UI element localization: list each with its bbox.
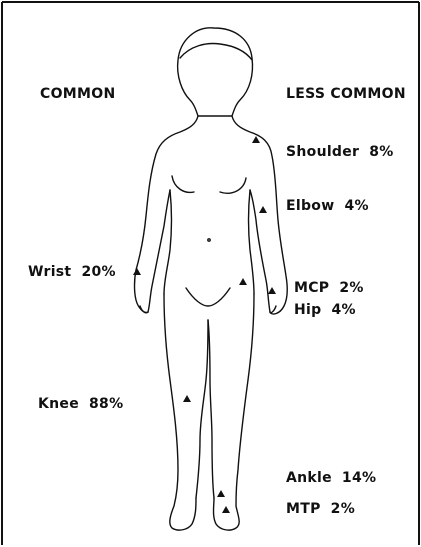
left-breast (172, 176, 194, 192)
ankle-label: Ankle 14% (286, 470, 376, 486)
mtp-marker-icon (222, 506, 230, 513)
elbow-label: Elbow 4% (286, 198, 369, 214)
right-hand (270, 306, 276, 313)
mtp-label: MTP 2% (286, 501, 355, 517)
ankle-name: Ankle (286, 470, 332, 486)
ankle-pct: 14% (342, 470, 376, 486)
hip-name: Hip (294, 302, 321, 318)
hair (180, 44, 252, 60)
left-leg-outer (164, 294, 196, 530)
right-leg-inner (208, 320, 214, 498)
wrist-marker-icon (133, 268, 141, 275)
shoulder-name: Shoulder (286, 144, 359, 160)
knee-marker-icon (183, 395, 191, 402)
knee-name: Knee (38, 396, 79, 412)
wrist-name: Wrist (28, 264, 71, 280)
wrist-label: Wrist 20% (28, 264, 116, 280)
navel (208, 239, 210, 241)
mtp-name: MTP (286, 501, 321, 517)
mcp-name: MCP (294, 280, 329, 296)
common-heading: COMMON (40, 86, 115, 102)
less-common-heading: LESS COMMON (286, 86, 406, 102)
elbow-pct: 4% (344, 198, 368, 214)
head (178, 28, 253, 116)
human-figure (135, 28, 288, 530)
mcp-pct: 2% (339, 280, 363, 296)
mtp-pct: 2% (331, 501, 355, 517)
left-arm-inner (148, 190, 170, 312)
hip-marker-icon (239, 278, 247, 285)
mcp-label: MCP 2% (294, 280, 364, 296)
hip-pct: 4% (331, 302, 355, 318)
hip-label: Hip 4% (294, 302, 356, 318)
involvement-markers (133, 136, 276, 513)
left-leg-inner (196, 320, 208, 498)
mcp-marker-icon (268, 287, 276, 294)
pelvis-line (186, 288, 230, 306)
right-breast (220, 178, 246, 193)
right-arm-inner (250, 190, 270, 312)
shoulder-marker-icon (252, 136, 260, 143)
knee-label: Knee 88% (38, 396, 123, 412)
shoulder-pct: 8% (369, 144, 393, 160)
elbow-name: Elbow (286, 198, 334, 214)
wrist-pct: 20% (81, 264, 115, 280)
knee-pct: 88% (89, 396, 123, 412)
shoulder-label: Shoulder 8% (286, 144, 394, 160)
ankle-marker-icon (217, 490, 225, 497)
elbow-marker-icon (259, 206, 267, 213)
